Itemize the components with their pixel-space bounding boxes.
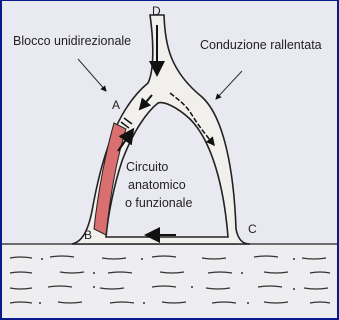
- label-a: A: [112, 98, 120, 112]
- label-circuit-line3: o funzionale: [125, 196, 192, 210]
- muscle-tissue-band: [2, 244, 337, 318]
- label-circuit-line2: anatomico: [128, 178, 186, 192]
- label-slowed-conduction: Conduzione rallentata: [200, 38, 322, 52]
- pointer-unidirectional-block: [78, 59, 106, 91]
- label-b: B: [84, 228, 92, 242]
- pointer-slowed-conduction: [216, 71, 242, 99]
- label-circuit-line1: Circuito: [126, 160, 168, 174]
- reentry-circuit-diagram: D Blocco unidirezionale Conduzione ralle…: [2, 1, 337, 318]
- label-d: D: [152, 4, 161, 18]
- label-unidirectional-block: Blocco unidirezionale: [13, 34, 131, 48]
- diagram-panel: D Blocco unidirezionale Conduzione ralle…: [2, 1, 337, 318]
- label-c: C: [248, 222, 257, 236]
